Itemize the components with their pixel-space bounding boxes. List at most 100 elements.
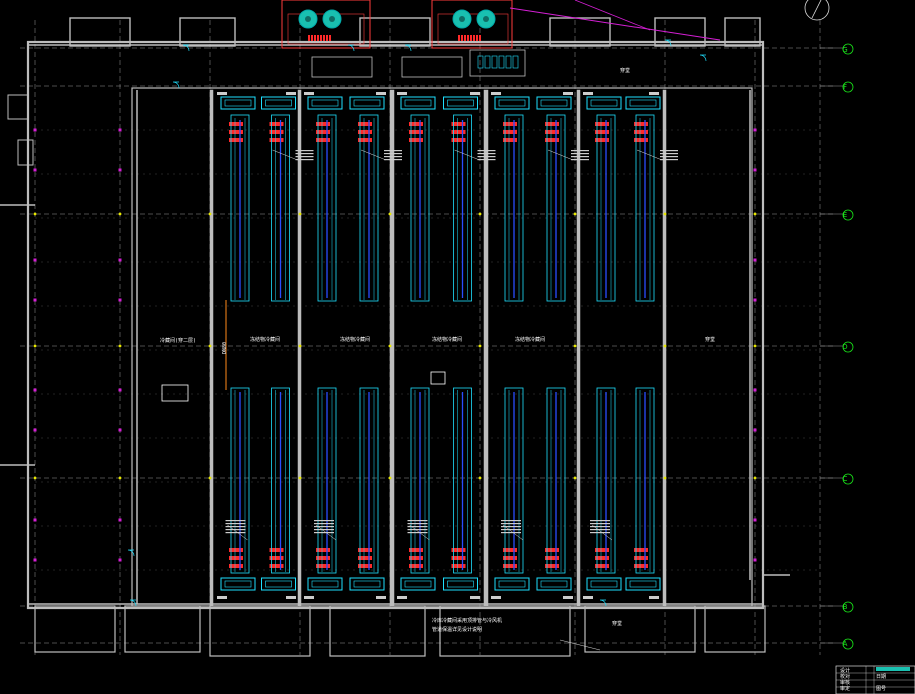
equipment-block xyxy=(329,35,331,41)
air-cooler-fins xyxy=(540,99,568,107)
wall-bay-bottom xyxy=(439,605,571,657)
equipment-tag-bottom xyxy=(545,556,559,560)
equipment-tag-bottom xyxy=(358,548,372,552)
equipment-tag-top xyxy=(269,138,284,142)
equipment-tag-bottom xyxy=(269,556,284,560)
equipment-tag-top xyxy=(451,138,466,142)
air-cooler-bottom xyxy=(494,577,530,591)
equipment-tag-bottom xyxy=(358,564,372,568)
air-cooler-bottom xyxy=(261,577,296,591)
column-marker xyxy=(573,212,577,216)
column-marker xyxy=(33,344,37,348)
fan-hub xyxy=(459,16,465,22)
air-cooler-fins xyxy=(629,99,657,107)
column-marker xyxy=(33,476,37,480)
column-marker-magenta xyxy=(753,428,757,432)
annotation-text-mark xyxy=(571,153,589,155)
leader-magenta xyxy=(509,7,721,41)
air-cooler-fins xyxy=(224,580,252,588)
coil-bank-upper xyxy=(359,114,379,302)
equipment-tag-bottom xyxy=(229,548,243,552)
air-cooler-fins xyxy=(265,99,292,107)
annotation-text-mark xyxy=(590,523,610,525)
air-cooler-bottom xyxy=(307,577,343,591)
annotation-text-mark xyxy=(660,150,678,152)
tag-mark xyxy=(304,596,314,599)
column-marker xyxy=(208,476,212,480)
annotation-text-mark xyxy=(295,156,314,158)
air-cooler-fins xyxy=(265,580,292,588)
axis-bubble xyxy=(842,81,854,93)
tag-mark xyxy=(470,92,480,95)
coil-bank-lower xyxy=(635,387,655,574)
tag-mark xyxy=(491,596,501,599)
equipment-block xyxy=(458,35,460,41)
door-swing xyxy=(172,81,180,89)
annotation-text-mark xyxy=(225,526,246,528)
equipment-tag-top xyxy=(503,122,517,126)
annotation-text-mark xyxy=(571,159,589,161)
partition-wall xyxy=(297,89,302,607)
equipment-tag-bottom xyxy=(503,564,517,568)
annotation-text-mark xyxy=(314,532,334,534)
annotation-text-mark xyxy=(407,526,428,528)
outer-wall xyxy=(26,40,765,610)
wall-bay-top xyxy=(69,17,131,47)
valve-station xyxy=(477,55,484,69)
tag-mark xyxy=(217,596,227,599)
column-marker xyxy=(663,212,667,216)
column-marker xyxy=(478,476,482,480)
column-marker-magenta xyxy=(33,128,37,132)
equipment-tag-top xyxy=(545,130,559,134)
column-marker-magenta xyxy=(118,428,122,432)
wall-bay-top xyxy=(359,17,431,47)
column-marker-magenta xyxy=(118,388,122,392)
equipment-tag-top xyxy=(358,122,372,126)
column-marker-magenta xyxy=(753,128,757,132)
machine-zone xyxy=(437,13,509,45)
equipment-tag-bottom xyxy=(634,564,648,568)
annotation-text-mark xyxy=(407,523,428,525)
equipment-tag-bottom xyxy=(269,564,284,568)
equipment-tag-top xyxy=(316,130,330,134)
equipment-tag-top xyxy=(503,138,517,142)
valve-station xyxy=(512,55,519,69)
equipment-block xyxy=(461,35,463,41)
coil-bank-lower xyxy=(359,387,379,574)
annotation-leader xyxy=(360,149,387,161)
axis-bubble xyxy=(842,638,854,650)
wall-bay-bottom xyxy=(124,605,201,653)
air-cooler-bottom xyxy=(586,577,622,591)
coil-bank-lower xyxy=(230,387,250,574)
column-marker-magenta xyxy=(118,518,122,522)
coil-bank-lower xyxy=(596,387,616,574)
column-marker-magenta xyxy=(753,388,757,392)
machine-room-left xyxy=(281,0,371,49)
air-cooler-fins xyxy=(353,99,381,107)
air-cooler-bottom xyxy=(400,577,436,591)
equipment-tag-bottom xyxy=(595,548,609,552)
annotation-text-mark xyxy=(477,156,496,158)
equipment-tag-top xyxy=(316,138,330,142)
column-marker-magenta xyxy=(33,518,37,522)
column-marker-magenta xyxy=(33,388,37,392)
valve-station xyxy=(505,55,512,69)
annotation-text-mark xyxy=(384,153,402,155)
column-marker xyxy=(753,476,757,480)
annotation-text-mark xyxy=(501,523,521,525)
coil-bank-lower xyxy=(317,387,337,574)
column-marker xyxy=(573,344,577,348)
annotation-text-mark xyxy=(590,520,610,522)
air-cooler-fins xyxy=(404,580,432,588)
equipment-block xyxy=(323,35,325,41)
column-marker xyxy=(298,476,302,480)
air-cooler-fins xyxy=(311,580,339,588)
annotation-text-mark xyxy=(225,529,246,531)
partition-wall xyxy=(483,89,489,607)
column-marker xyxy=(573,476,577,480)
partition-wall xyxy=(662,89,667,607)
coil-bank-upper xyxy=(635,114,655,302)
equipment-tag-bottom xyxy=(316,556,330,560)
air-cooler-bottom xyxy=(443,577,478,591)
tag-mark xyxy=(491,92,501,95)
